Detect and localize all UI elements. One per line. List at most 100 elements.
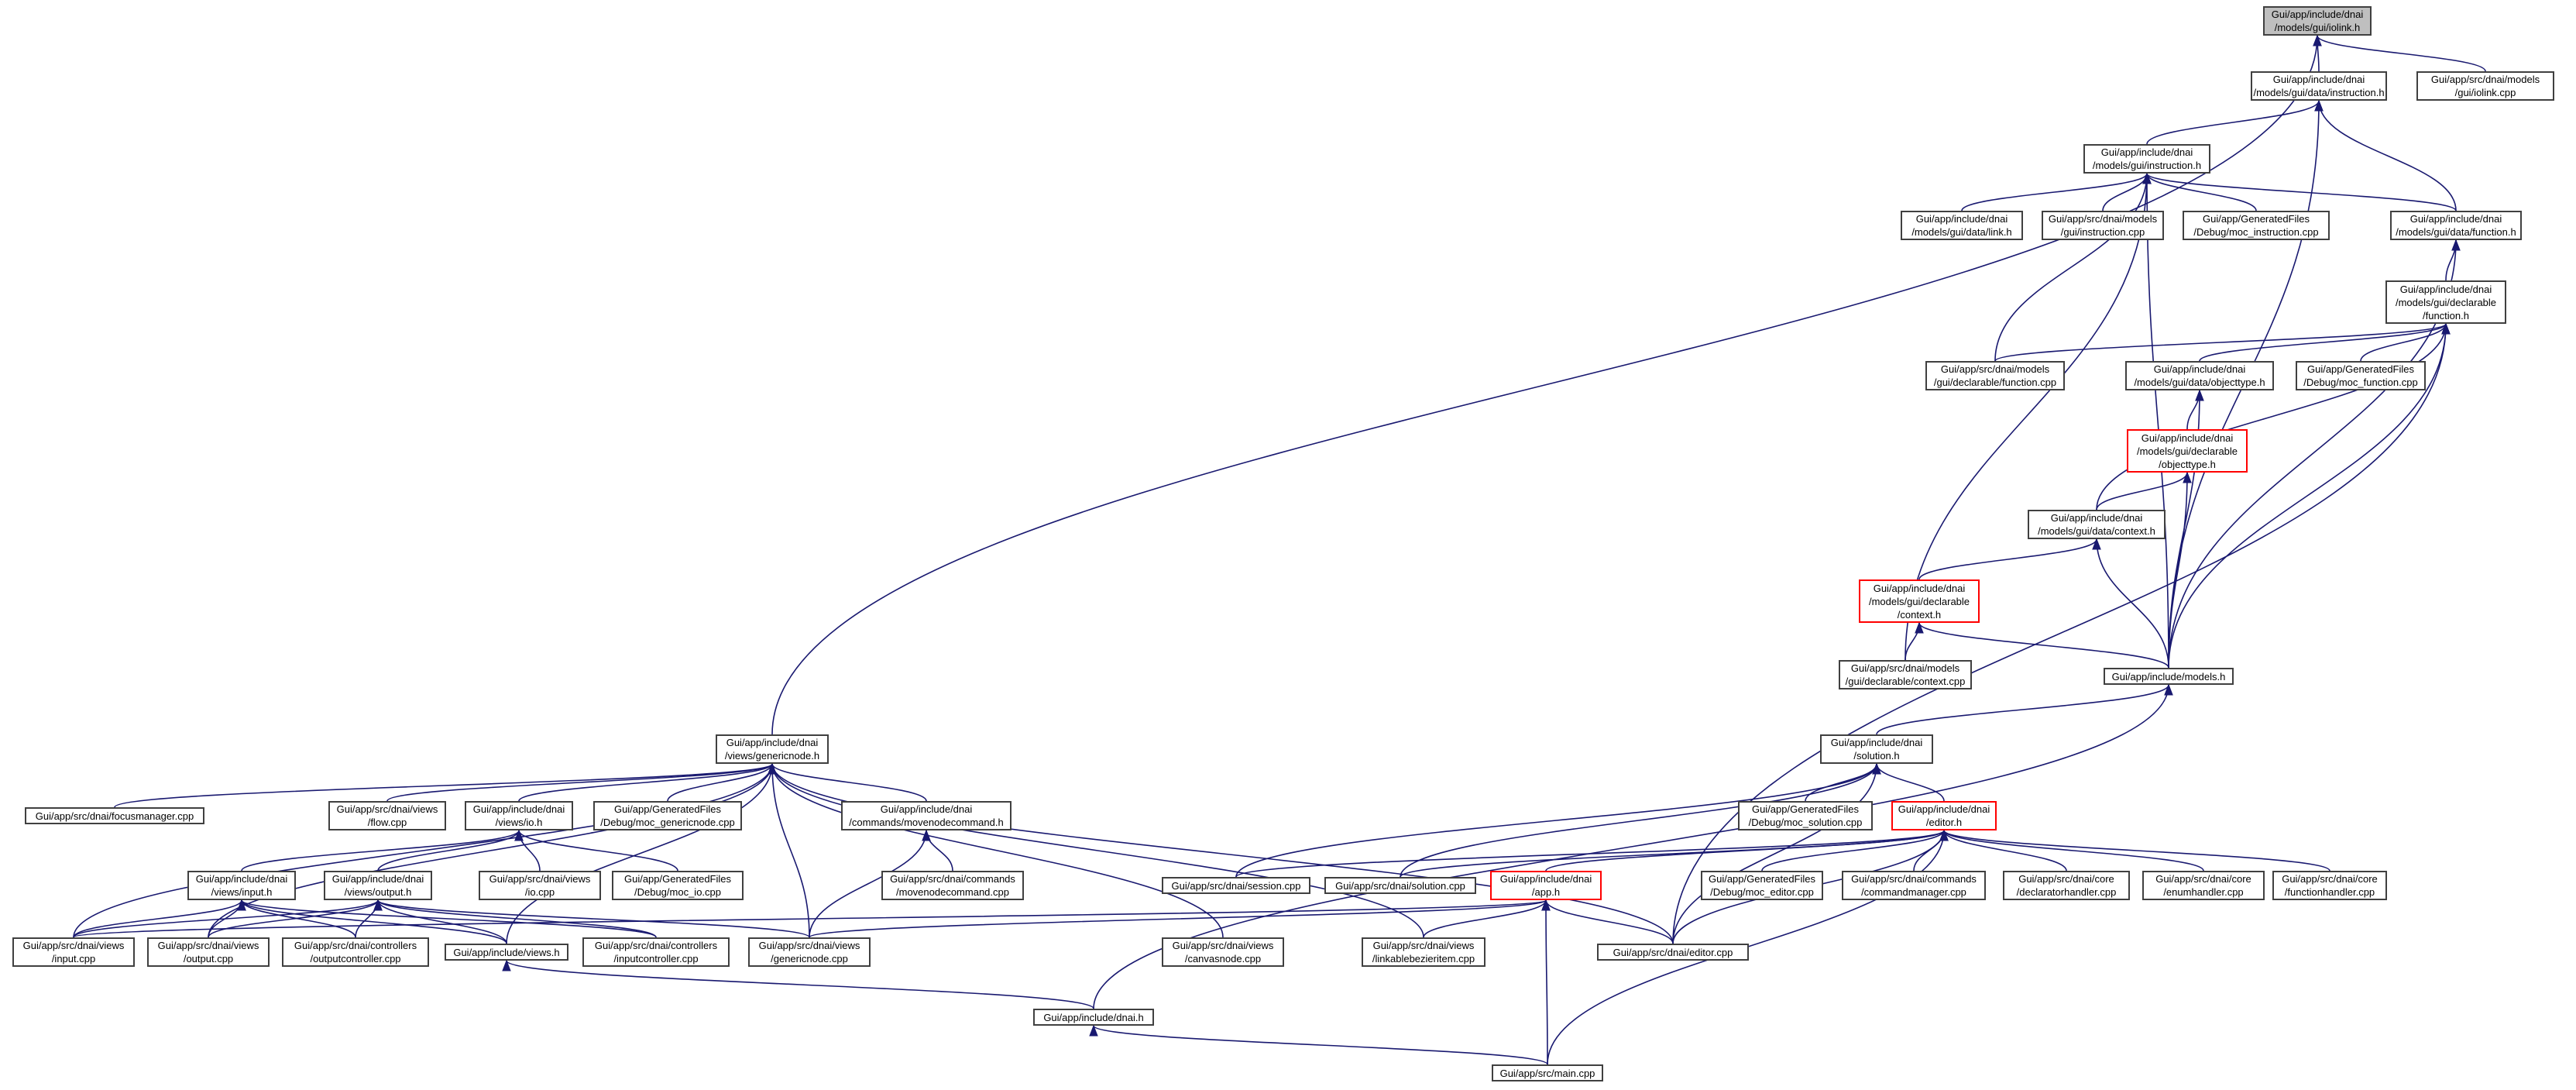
node-functionhandler-cpp[interactable]: Gui/app/src/dnai/core /functionhandler.c… <box>2272 871 2387 900</box>
arrowhead-models-h-to-declarable-context-h <box>1915 621 1924 634</box>
node-editor-cpp[interactable]: Gui/app/src/dnai/editor.cpp <box>1597 944 1749 961</box>
node-declarable-context-cpp[interactable]: Gui/app/src/dnai/models /gui/declarable/… <box>1839 660 1972 689</box>
arrowhead-main-cpp-to-dnai-h <box>1089 1024 1098 1037</box>
arrowhead-genericnode-cpp-to-movenodecommand-h <box>922 829 931 841</box>
edge-data-context-h-to-declarable-function-h <box>2096 323 2447 511</box>
arrowhead-genericnode-h-to-iolink-h <box>2313 34 2322 46</box>
node-data-objecttype-h[interactable]: Gui/app/include/dnai /models/gui/data/ob… <box>2125 361 2274 390</box>
node-flow-cpp[interactable]: Gui/app/src/dnai/views /flow.cpp <box>328 801 446 830</box>
node-outputcontroller-cpp[interactable]: Gui/app/src/dnai/controllers /outputcont… <box>282 937 429 967</box>
node-inputcontroller-cpp[interactable]: Gui/app/src/dnai/controllers /inputcontr… <box>582 937 730 967</box>
edge-moc-instruction-cpp-to-gui-instruction-h <box>2146 173 2257 211</box>
node-moc-instruction-cpp[interactable]: Gui/app/GeneratedFiles /Debug/moc_instru… <box>2183 211 2330 240</box>
node-iolink-cpp[interactable]: Gui/app/src/dnai/models /gui/iolink.cpp <box>2416 71 2554 101</box>
edge-views-input-h-to-views-io-h <box>241 830 520 872</box>
node-io-cpp[interactable]: Gui/app/src/dnai/views /io.cpp <box>479 871 601 900</box>
node-solution-h[interactable]: Gui/app/include/dnai /solution.h <box>1820 734 1933 764</box>
node-solution-cpp[interactable]: Gui/app/src/dnai/solution.cpp <box>1324 877 1476 894</box>
edge-main-cpp-to-dnai-h <box>1093 1025 1548 1065</box>
edge-linkablebezieritem-cpp-to-app-h <box>1423 899 1547 938</box>
arrowhead-main-cpp-to-editor-h <box>1939 829 1949 841</box>
node-canvasnode-cpp[interactable]: Gui/app/src/dnai/views /canvasnode.cpp <box>1162 937 1284 967</box>
node-movenodecommand-cpp[interactable]: Gui/app/src/dnai/commands /movenodecomma… <box>881 871 1024 900</box>
node-input-cpp[interactable]: Gui/app/src/dnai/views /input.cpp <box>12 937 135 967</box>
edge-models-h-to-data-context-h <box>2096 538 2169 669</box>
node-moc-solution-cpp[interactable]: Gui/app/GeneratedFiles /Debug/moc_soluti… <box>1738 801 1873 830</box>
edge-moc-solution-cpp-to-solution-h <box>1805 763 1877 802</box>
edge-editor-cpp-to-solution-h <box>1672 763 1877 944</box>
node-declarable-context-h[interactable]: Gui/app/include/dnai /models/gui/declara… <box>1859 579 1980 623</box>
node-session-cpp[interactable]: Gui/app/src/dnai/session.cpp <box>1162 877 1310 894</box>
node-data-instruction-h[interactable]: Gui/app/include/dnai /models/gui/data/in… <box>2251 71 2387 101</box>
arrowhead-dnai-h-to-views-h <box>502 959 511 971</box>
arrowhead-genericnode-cpp-to-views-output-h <box>373 899 383 911</box>
edge-input-cpp-to-genericnode-h <box>73 763 773 938</box>
edge-dnai-h-to-views-h <box>506 960 1094 1009</box>
node-data-function-h[interactable]: Gui/app/include/dnai /models/gui/data/fu… <box>2390 211 2522 240</box>
node-genericnode-cpp[interactable]: Gui/app/src/dnai/views /genericnode.cpp <box>748 937 871 967</box>
node-editor-h[interactable]: Gui/app/include/dnai /editor.h <box>1891 801 1997 830</box>
edge-views-output-h-to-views-io-h <box>377 830 520 872</box>
node-data-context-h[interactable]: Gui/app/include/dnai /models/gui/data/co… <box>2028 510 2166 539</box>
edge-genericnode-h-to-iolink-h <box>771 35 2318 735</box>
node-moc-editor-cpp[interactable]: Gui/app/GeneratedFiles /Debug/moc_editor… <box>1701 871 1823 900</box>
edge-linkablebezieritem-cpp-to-genericnode-h <box>771 763 1424 938</box>
node-app-h[interactable]: Gui/app/include/dnai /app.h <box>1490 871 1602 900</box>
node-movenodecommand-h[interactable]: Gui/app/include/dnai /commands/movenodec… <box>841 801 1012 830</box>
node-declarable-function-cpp[interactable]: Gui/app/src/dnai/models /gui/declarable/… <box>1925 361 2065 390</box>
arrowhead-editor-cpp-to-genericnode-h <box>768 762 777 775</box>
node-focusmanager-cpp[interactable]: Gui/app/src/dnai/focusmanager.cpp <box>25 807 204 824</box>
edge-app-h-to-editor-h <box>1545 830 1945 872</box>
node-main-cpp[interactable]: Gui/app/src/main.cpp <box>1492 1064 1603 1081</box>
node-declarable-objecttype-h[interactable]: Gui/app/include/dnai /models/gui/declara… <box>2127 429 2248 473</box>
edge-data-link-h-to-gui-instruction-h <box>1961 173 2148 211</box>
edge-moc-editor-cpp-to-editor-h <box>1761 830 1945 872</box>
edge-editor-cpp-to-app-h <box>1545 899 1674 944</box>
node-views-h[interactable]: Gui/app/include/views.h <box>445 944 568 961</box>
arrowhead-models-h-to-data-context-h <box>2092 538 2101 550</box>
edge-dnai-h-to-models-h <box>1093 684 2169 1009</box>
node-data-link-h[interactable]: Gui/app/include/dnai /models/gui/data/li… <box>1901 211 2023 240</box>
node-gui-instruction-h[interactable]: Gui/app/include/dnai /models/gui/instruc… <box>2083 144 2210 174</box>
node-instruction-cpp[interactable]: Gui/app/src/dnai/models /gui/instruction… <box>2042 211 2164 240</box>
arrowhead-models-h-to-data-instruction-h <box>2314 99 2324 112</box>
node-dnai-h[interactable]: Gui/app/include/dnai.h <box>1033 1009 1154 1026</box>
node-declaratorhandler-cpp[interactable]: Gui/app/src/dnai/core /declaratorhandler… <box>2003 871 2130 900</box>
node-genericnode-h[interactable]: Gui/app/include/dnai /views/genericnode.… <box>716 734 829 764</box>
node-enumhandler-cpp[interactable]: Gui/app/src/dnai/core /enumhandler.cpp <box>2142 871 2265 900</box>
edge-focusmanager-cpp-to-genericnode-h <box>114 763 773 808</box>
edge-main-cpp-to-app-h <box>1545 899 1548 1065</box>
node-moc-function-cpp[interactable]: Gui/app/GeneratedFiles /Debug/moc_functi… <box>2296 361 2426 390</box>
edge-models-h-to-declarable-context-h <box>1918 622 2169 669</box>
node-output-cpp[interactable]: Gui/app/src/dnai/views /output.cpp <box>147 937 270 967</box>
edge-editor-cpp-to-declarable-function-h <box>1672 323 2447 944</box>
node-views-output-h[interactable]: Gui/app/include/dnai /views/output.h <box>324 871 432 900</box>
edge-session-cpp-to-solution-h <box>1235 763 1877 878</box>
node-declarable-function-h[interactable]: Gui/app/include/dnai /models/gui/declara… <box>2385 280 2506 324</box>
node-commandmanager-cpp[interactable]: Gui/app/src/dnai/commands /commandmanage… <box>1842 871 1986 900</box>
edge-moc-function-cpp-to-declarable-function-h <box>2360 323 2447 362</box>
edge-session-cpp-to-editor-h <box>1235 830 1945 878</box>
node-moc-io-cpp[interactable]: Gui/app/GeneratedFiles /Debug/moc_io.cpp <box>612 871 744 900</box>
edge-moc-genericnode-cpp-to-genericnode-h <box>667 763 773 802</box>
edge-input-cpp-to-app-h <box>73 899 1547 938</box>
arrowhead-inputcontroller-cpp-to-views-input-h <box>237 899 246 911</box>
edge-models-h-to-gui-instruction-h <box>2146 173 2169 669</box>
edge-genericnode-cpp-to-views-output-h <box>377 899 810 938</box>
arrowhead-main-cpp-to-app-h <box>1541 899 1551 911</box>
node-linkablebezieritem-cpp[interactable]: Gui/app/src/dnai/views /linkablebezierit… <box>1362 937 1485 967</box>
edge-genericnode-cpp-to-app-h <box>809 899 1547 938</box>
edge-inputcontroller-cpp-to-views-input-h <box>241 899 657 938</box>
edge-output-cpp-to-views-output-h <box>208 899 379 938</box>
node-models-h[interactable]: Gui/app/include/models.h <box>2104 668 2234 685</box>
edge-declarable-context-cpp-to-gui-instruction-h <box>1905 173 2148 661</box>
node-views-io-h[interactable]: Gui/app/include/dnai /views/io.h <box>465 801 573 830</box>
node-moc-genericnode-cpp[interactable]: Gui/app/GeneratedFiles /Debug/moc_generi… <box>593 801 742 830</box>
arrowhead-models-h-to-declarable-objecttype-h <box>2183 471 2192 483</box>
edge-solution-cpp-to-solution-h <box>1400 763 1877 878</box>
edge-data-objecttype-h-to-declarable-function-h <box>2199 323 2447 362</box>
edge-iolink-cpp-to-iolink-h <box>2317 35 2486 72</box>
edge-views-h-to-views-input-h <box>241 899 507 944</box>
node-views-input-h[interactable]: Gui/app/include/dnai /views/input.h <box>187 871 296 900</box>
